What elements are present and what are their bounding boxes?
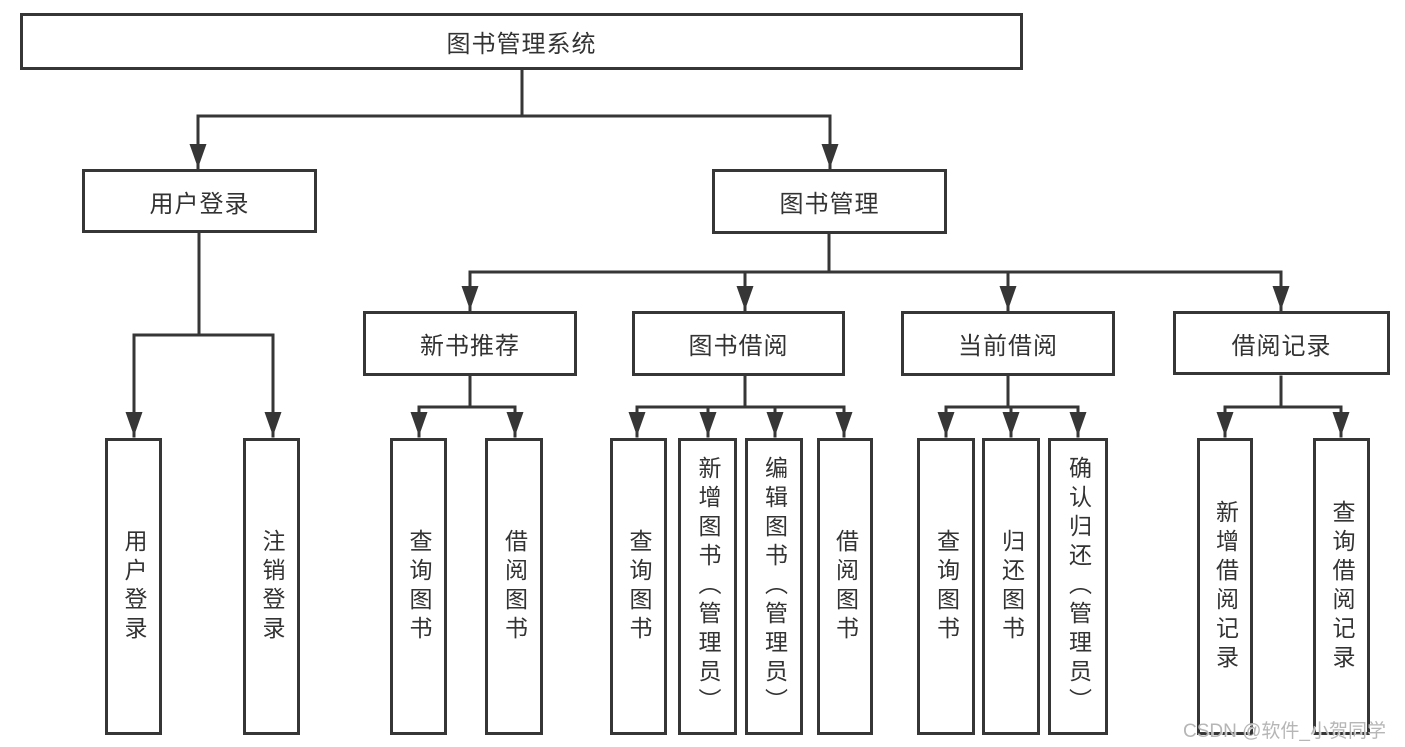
leaf-edit-books-admin: 编辑图书（管理员）: [745, 438, 803, 735]
trunk-borrowing-records: [1223, 375, 1343, 409]
node-user-login-label: 用户登录: [149, 190, 250, 218]
node-book-management: 图书管理: [712, 169, 947, 234]
leaf-add-books-admin: 新增图书（管理员）: [678, 438, 737, 735]
leaf-user-login-label: 用户登录: [121, 528, 147, 645]
node-book-borrowing: 图书借阅: [632, 311, 845, 376]
leaf-borrow-books-recommend-label: 借阅图书: [501, 528, 528, 645]
leaf-query-books-recommend-label: 查询图书: [406, 528, 432, 645]
leaf-confirm-return-admin-label: 确认归还（管理员）: [1065, 456, 1092, 717]
trunk-new-book-recommend: [417, 375, 517, 409]
node-library-management-system: 图书管理系统: [20, 13, 1023, 70]
leaf-user-login: 用户登录: [105, 438, 162, 735]
leaf-borrow-books: 借阅图书: [817, 438, 873, 735]
leaf-query-borrow-record-label: 查询借阅记录: [1329, 499, 1355, 674]
node-user-login: 用户登录: [82, 169, 317, 233]
node-current-borrowing-label: 当前借阅: [958, 333, 1058, 360]
node-library-management-system-label: 图书管理系统: [446, 31, 597, 58]
trunk-root: [196, 68, 832, 118]
leaf-return-books: 归还图书: [982, 438, 1040, 735]
leaf-add-borrow-record: 新增借阅记录: [1197, 438, 1253, 735]
leaf-query-books-current-label: 查询图书: [933, 528, 960, 645]
leaf-query-books-recommend: 查询图书: [390, 438, 447, 735]
leaf-borrow-books-label: 借阅图书: [832, 528, 859, 645]
node-new-book-recommend: 新书推荐: [363, 311, 577, 376]
leaf-add-books-admin-label: 新增图书（管理员）: [695, 456, 721, 717]
trunk-user-login: [132, 231, 275, 337]
leaf-edit-books-admin-label: 编辑图书（管理员）: [761, 456, 788, 717]
csdn-watermark: CSDN @软件_小贺同学: [1183, 721, 1386, 742]
node-new-book-recommend-label: 新书推荐: [420, 333, 520, 360]
leaf-query-books-borrowing: 查询图书: [610, 438, 667, 735]
node-current-borrowing: 当前借阅: [901, 311, 1115, 376]
trunk-current-borrowing: [944, 375, 1080, 409]
leaf-logout-login: 注销登录: [243, 438, 300, 735]
leaf-return-books-label: 归还图书: [998, 528, 1025, 645]
node-borrowing-records-label: 借阅记录: [1231, 332, 1332, 360]
trunk-book-management: [468, 232, 1283, 274]
leaf-logout-login-label: 注销登录: [259, 528, 285, 645]
node-book-borrowing-label: 图书借阅: [688, 333, 789, 360]
node-borrowing-records: 借阅记录: [1173, 311, 1390, 375]
leaf-query-books-borrowing-label: 查询图书: [626, 528, 652, 645]
leaf-confirm-return-admin: 确认归还（管理员）: [1048, 438, 1108, 735]
leaf-query-books-current: 查询图书: [917, 438, 975, 735]
leaf-query-borrow-record: 查询借阅记录: [1313, 438, 1370, 735]
leaf-borrow-books-recommend: 借阅图书: [485, 438, 543, 735]
trunk-book-borrowing: [635, 375, 846, 409]
leaf-add-borrow-record-label: 新增借阅记录: [1212, 499, 1239, 674]
node-book-management-label: 图书管理: [779, 191, 880, 218]
